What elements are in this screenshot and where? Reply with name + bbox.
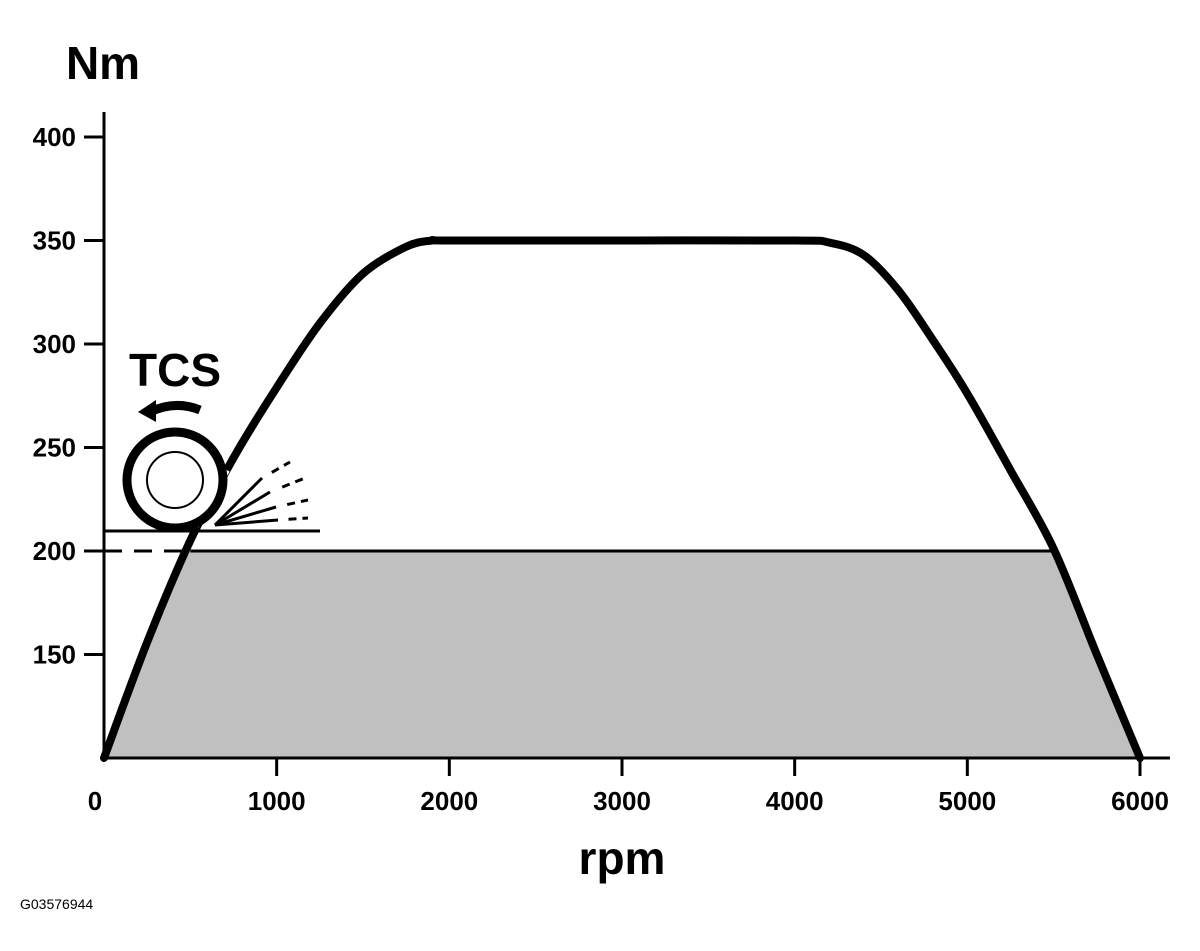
tcs-label: TCS: [129, 344, 221, 396]
spray-line-4: [214, 518, 279, 527]
x-tick-label-0: 0: [88, 786, 102, 816]
x-tick-label-3000: 3000: [593, 786, 651, 816]
limited-torque-area: [104, 551, 1140, 758]
y-tick-label-150: 150: [33, 640, 76, 670]
spray-dash-1: [271, 460, 291, 474]
x-tick-label-6000: 6000: [1111, 786, 1169, 816]
rotation-arrowhead: [138, 400, 156, 422]
y-tick-label-350: 350: [33, 226, 76, 256]
torque-curve: [100, 236, 1144, 762]
spray-dash-4: [288, 516, 309, 521]
y-axis-title: Nm: [66, 37, 140, 89]
axes: [102, 112, 1170, 760]
spray-line-3: [214, 505, 277, 527]
y-tick-label-400: 400: [33, 122, 76, 152]
x-tick-label-4000: 4000: [766, 786, 824, 816]
tcs-wheel-icon: TCS: [104, 344, 320, 533]
spray-line-1: [213, 476, 264, 527]
spray-dash-2: [281, 476, 306, 489]
x-axis-title: rpm: [579, 832, 666, 884]
y-tick-label-300: 300: [33, 329, 76, 359]
y-tick-label-250: 250: [33, 433, 76, 463]
spray-line-2: [214, 490, 271, 527]
x-tick-label-2000: 2000: [420, 786, 478, 816]
y-tick-label-200: 200: [33, 536, 76, 566]
spray-dash-3: [286, 498, 309, 507]
x-tick-label-1000: 1000: [248, 786, 306, 816]
wheel-rim: [146, 451, 204, 509]
x-tick-label-5000: 5000: [938, 786, 996, 816]
wheel-tire: [122, 427, 228, 533]
figure-id: G03576944: [20, 896, 93, 912]
shaded-region: [104, 551, 1140, 758]
rotation-arrow: [148, 401, 202, 417]
